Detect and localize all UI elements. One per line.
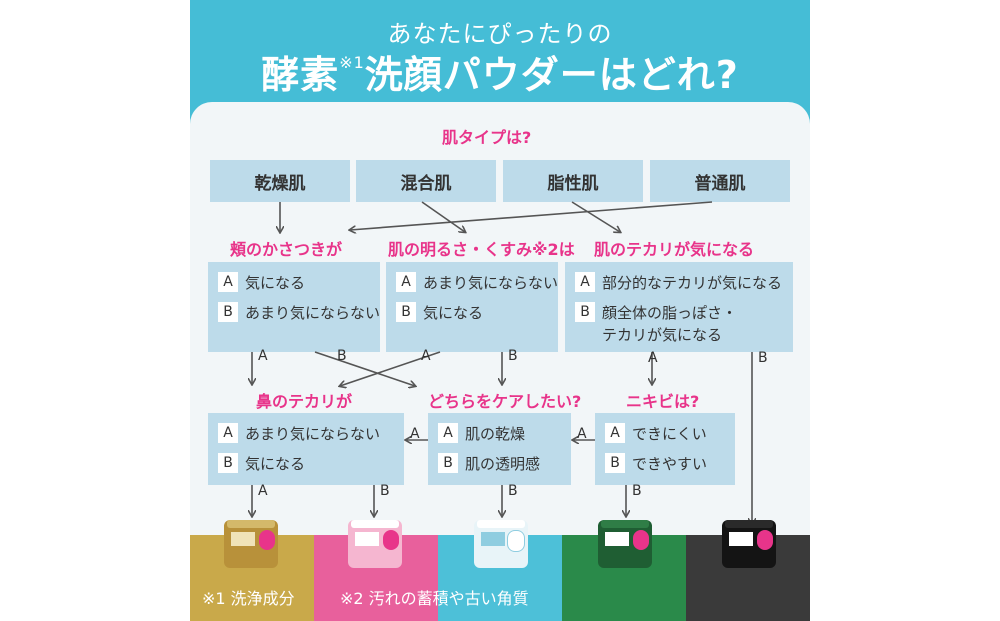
gold-product[interactable]: [224, 520, 278, 568]
label-brightness-a: A: [421, 348, 431, 364]
title-part1: 酵素: [261, 53, 340, 97]
option-text: 気になる: [423, 304, 484, 322]
label-cheek-b: B: [337, 348, 347, 364]
skin-type-normal[interactable]: 普通肌: [650, 160, 790, 202]
option-text-line2: テカリが気になる: [602, 326, 723, 344]
option-b[interactable]: B 肌の透明感: [438, 453, 540, 475]
pink-product[interactable]: [348, 520, 402, 568]
footnote-1: ※1 洗浄成分: [202, 589, 295, 608]
badge-b: B: [575, 302, 595, 322]
question-nose-shine: 鼻のテカリが: [256, 392, 353, 411]
answer-box-acne: A できにくい B できやすい: [595, 413, 735, 485]
answer-box-shine: A 部分的なテカリが気になる B 顔全体の脂っぽさ・テカリが気になる: [565, 262, 793, 352]
arrow-combination-to-brightness: [421, 201, 465, 232]
option-a[interactable]: A できにくい: [605, 423, 707, 445]
option-b[interactable]: B あまり気にならない: [218, 302, 380, 324]
black-product[interactable]: [722, 520, 776, 568]
option-text: あまり気にならない: [423, 274, 559, 292]
skin-type-combination[interactable]: 混合肌: [356, 160, 496, 202]
badge-b: B: [605, 453, 625, 473]
footnote-2: ※2 汚れの蓄積や古い角質: [340, 589, 529, 608]
answer-box-nose: A あまり気にならない B 気になる: [208, 413, 404, 485]
question-skin-type: 肌タイプは?: [442, 128, 532, 147]
option-b[interactable]: B 顔全体の脂っぽさ・テカリが気になる: [575, 302, 737, 346]
option-b[interactable]: B 気になる: [396, 302, 483, 324]
badge-a: A: [396, 272, 416, 292]
arrow-oily-to-shine: [571, 201, 620, 232]
arrow-normal-to-cheek: [350, 201, 713, 230]
answer-box-brightness: A あまり気にならない B 気になる: [386, 262, 558, 352]
option-text: 気になる: [245, 274, 306, 292]
option-b[interactable]: B 気になる: [218, 453, 305, 475]
header-title: 酵素※1洗顔パウダーはどれ?: [190, 44, 810, 99]
option-text: 部分的なテカリが気になる: [602, 274, 783, 292]
header-subtitle: あなたにぴったりの: [387, 20, 613, 48]
label-acne-a: A: [577, 426, 587, 442]
label-nose-b: B: [380, 483, 390, 499]
label-nose-a: A: [258, 483, 268, 499]
question-cheek-dryness: 頬のかさつきが: [230, 240, 343, 259]
label-care-a: A: [410, 426, 420, 442]
label-cheek-a: A: [258, 348, 268, 364]
white-product[interactable]: [474, 520, 528, 568]
green-product[interactable]: [598, 520, 652, 568]
option-text: 肌の乾燥: [465, 425, 526, 443]
option-text-line1: 顔全体の脂っぽさ・: [602, 304, 738, 322]
badge-b: B: [438, 453, 458, 473]
label-brightness-b: B: [508, 348, 518, 364]
question-acne: ニキビは?: [626, 392, 700, 411]
badge-a: A: [218, 423, 238, 443]
option-a[interactable]: A 気になる: [218, 272, 305, 294]
option-text: 顔全体の脂っぽさ・テカリが気になる: [602, 302, 737, 346]
skin-type-dry[interactable]: 乾燥肌: [210, 160, 350, 202]
answer-box-care: A 肌の乾燥 B 肌の透明感: [428, 413, 571, 485]
label-care-b: B: [508, 483, 518, 499]
option-b[interactable]: B できやすい: [605, 453, 707, 475]
title-footnote-mark: ※1: [339, 53, 365, 72]
option-text: あまり気にならない: [245, 304, 381, 322]
option-a[interactable]: A あまり気にならない: [396, 272, 558, 294]
option-text: あまり気にならない: [245, 425, 381, 443]
option-text: できやすい: [632, 455, 708, 473]
option-text: 肌の透明感: [465, 455, 541, 473]
arrow-cheek-b: [314, 351, 415, 386]
label-acne-b: B: [632, 483, 642, 499]
label-shine-a: A: [648, 350, 658, 366]
answer-box-cheek: A 気になる B あまり気にならない: [208, 262, 380, 352]
option-a[interactable]: A 肌の乾燥: [438, 423, 525, 445]
flow-arrows: [190, 201, 810, 540]
badge-a: A: [218, 272, 238, 292]
badge-b: B: [218, 302, 238, 322]
option-text: 気になる: [245, 455, 306, 473]
arrow-brightness-a: [340, 351, 441, 386]
badge-a: A: [575, 272, 595, 292]
badge-a: A: [605, 423, 625, 443]
option-a[interactable]: A 部分的なテカリが気になる: [575, 272, 782, 294]
question-care-preference: どちらをケアしたい?: [428, 392, 582, 411]
title-part2: 洗顔パウダーはどれ?: [364, 53, 739, 97]
badge-b: B: [396, 302, 416, 322]
option-text: できにくい: [632, 425, 707, 443]
badge-a: A: [438, 423, 458, 443]
option-a[interactable]: A あまり気にならない: [218, 423, 380, 445]
question-shine: 肌のテカリが気になる: [594, 240, 755, 259]
label-shine-b: B: [758, 350, 768, 366]
flowchart-canvas: あなたにぴったりの 酵素※1洗顔パウダーはどれ? 肌タイプは? 乾燥肌 混合肌 …: [190, 0, 810, 621]
question-brightness-dullness: 肌の明るさ・くすみ※2は: [388, 240, 575, 259]
badge-b: B: [218, 453, 238, 473]
skin-type-oily[interactable]: 脂性肌: [503, 160, 643, 202]
